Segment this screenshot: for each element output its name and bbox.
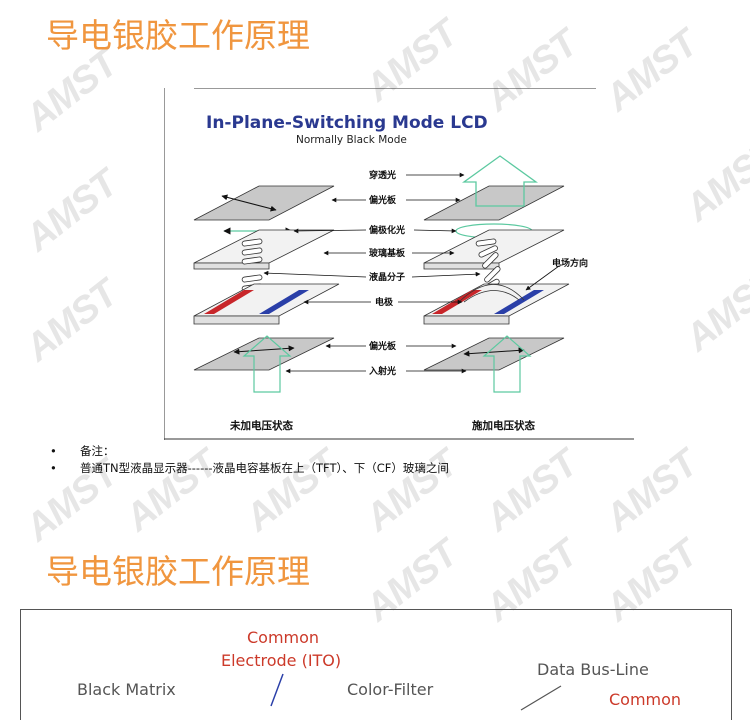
watermark: AMST bbox=[17, 42, 126, 140]
bullet: • bbox=[50, 461, 57, 475]
label-color-filter: Color-Filter bbox=[347, 680, 434, 699]
figure-title: In-Plane-Switching Mode LCD bbox=[206, 113, 488, 133]
watermark: AMST bbox=[677, 262, 750, 360]
label-polarizer-bottom: 偏光板 bbox=[369, 340, 397, 352]
label-electrode: 电极 bbox=[375, 296, 394, 308]
label-transmitted-light: 穿透光 bbox=[369, 169, 396, 181]
pointer-lines bbox=[270, 673, 562, 711]
notes-list: • 备注： • 普通TN型液晶显示器------液晶电容基板在上（TFT）、下（… bbox=[50, 443, 449, 477]
watermark: AMST bbox=[597, 442, 706, 540]
label-field-direction: 电场方向 bbox=[552, 257, 588, 269]
state-off-label: 未加电压状态 bbox=[229, 419, 293, 432]
left-stack bbox=[193, 185, 340, 393]
label-glass-substrate: 玻璃基板 bbox=[369, 247, 406, 259]
label-data-bus-line: Data Bus-Line bbox=[537, 660, 649, 679]
note-text: 备注： bbox=[80, 444, 115, 458]
label-black-matrix: Black Matrix bbox=[77, 680, 176, 699]
label-incident-light: 入射光 bbox=[368, 365, 396, 377]
figure-subtitle: Normally Black Mode bbox=[296, 134, 407, 146]
slide-title: 导电银胶工作原理 bbox=[46, 552, 310, 591]
label-common: Common bbox=[247, 628, 320, 647]
center-labels: 穿透光 偏光板 偏极化光 玻璃基板 液晶分子 电极 偏光板 入射光 电场方向 bbox=[263, 169, 588, 377]
label-lc-molecule: 液晶分子 bbox=[369, 271, 405, 283]
slide-title: 导电银胶工作原理 bbox=[46, 16, 310, 55]
state-on-label: 施加电压状态 bbox=[472, 419, 535, 432]
watermark: AMST bbox=[677, 132, 750, 230]
label-electrode-ito: Electrode (ITO) bbox=[221, 651, 342, 670]
label-polarized-light: 偏极化光 bbox=[369, 224, 405, 236]
label-polarizer-top: 偏光板 bbox=[369, 194, 397, 206]
watermark: AMST bbox=[477, 442, 586, 540]
note-item: • 备注： bbox=[50, 443, 449, 460]
right-stack bbox=[423, 155, 570, 393]
watermark: AMST bbox=[17, 272, 126, 370]
bullet: • bbox=[50, 444, 57, 458]
note-item: • 普通TN型液晶显示器------液晶电容基板在上（TFT）、下（CF）玻璃之… bbox=[50, 460, 449, 477]
watermark: AMST bbox=[17, 162, 126, 260]
note-text: 普通TN型液晶显示器------液晶电容基板在上（TFT）、下（CF）玻璃之间 bbox=[80, 461, 449, 475]
color-filter-figure: Common Electrode (ITO) Black Matrix Colo… bbox=[20, 609, 732, 720]
ips-lcd-figure: In-Plane-Switching Mode LCD Normally Bla… bbox=[163, 87, 634, 440]
label-common-right: Common bbox=[609, 690, 682, 709]
